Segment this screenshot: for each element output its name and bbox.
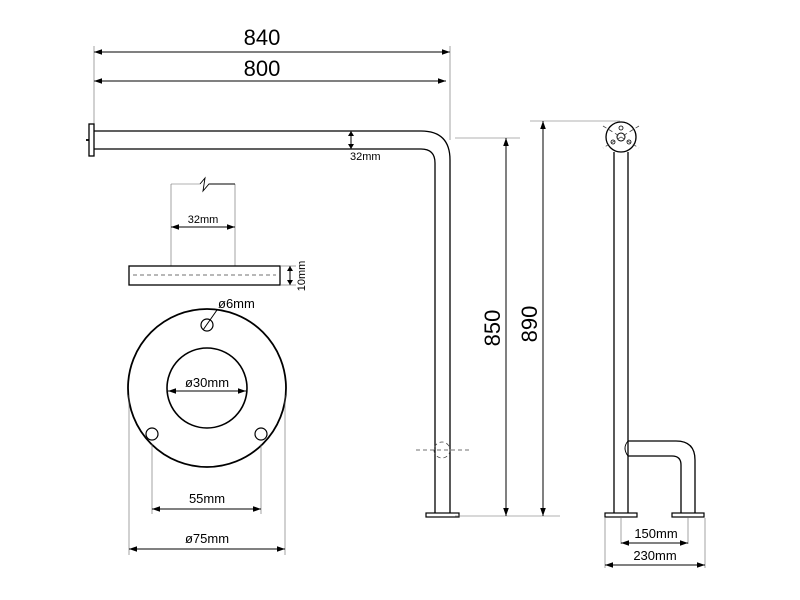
dimension-850-label: 850 <box>480 310 505 347</box>
hole-spacing-label: 55mm <box>189 491 225 506</box>
side-view-grab-bar: 32mm <box>86 123 470 518</box>
screw-hole-right <box>254 427 268 441</box>
dimension-890-label: 890 <box>517 306 542 343</box>
front-view-grab-bar <box>602 121 705 518</box>
dimension-55mm: 55mm <box>152 491 261 512</box>
dimension-230mm: 230mm <box>605 548 705 568</box>
flange-center-hole <box>166 347 248 429</box>
dimension-800: 800 <box>94 56 446 84</box>
plate-thickness-label: 10mm <box>296 261 308 292</box>
foot-inner-label: 150mm <box>634 526 677 541</box>
floor-foot-side <box>425 512 460 518</box>
dimension-75mm: ø75mm <box>129 531 285 552</box>
dimension-840: 840 <box>94 25 450 55</box>
tube-diameter-section-label: 32mm <box>188 214 219 226</box>
flange-section-detail: 32mm 10mm <box>128 176 308 292</box>
plate-diameter-label: ø75mm <box>185 531 229 546</box>
screw-hole-left <box>145 427 159 441</box>
wall-flange <box>88 123 95 157</box>
dimension-840-label: 840 <box>244 25 281 50</box>
floor-foot-front-left <box>604 512 638 518</box>
dimension-150mm: 150mm <box>621 526 688 546</box>
flange-plate-section <box>128 265 281 286</box>
tube-diameter-top-label: 32mm <box>350 151 381 163</box>
flange-plan-view: ø6mm ø30mm <box>127 296 287 468</box>
floor-foot-front-right <box>671 512 705 518</box>
hole-diameter-label: ø6mm <box>218 296 255 311</box>
dimension-890: 890 <box>517 121 546 516</box>
dimension-850: 850 <box>480 138 509 516</box>
center-hole-label: ø30mm <box>185 375 229 390</box>
dimension-800-label: 800 <box>244 56 281 81</box>
foot-outer-label: 230mm <box>633 548 676 563</box>
